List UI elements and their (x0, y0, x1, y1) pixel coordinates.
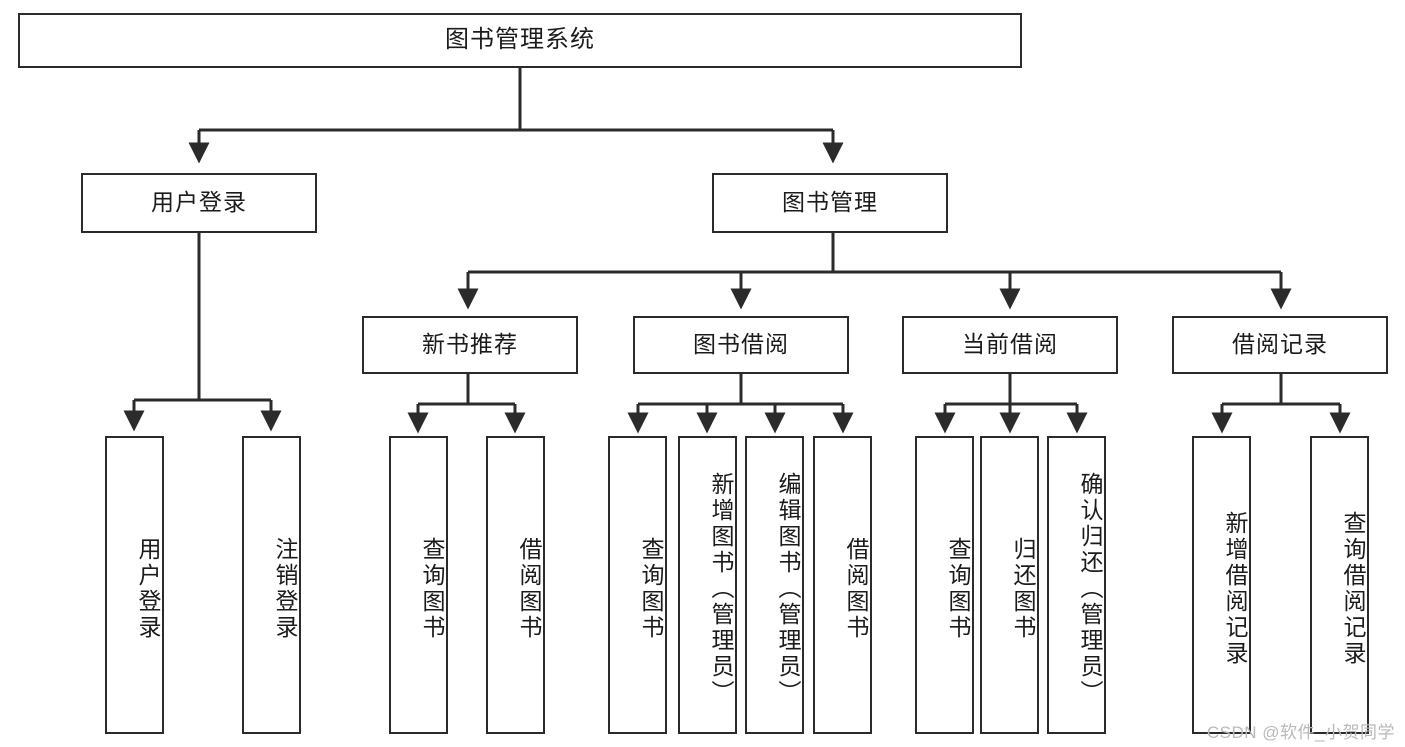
node-book-management-label: 图书管理 (782, 189, 878, 216)
leaf-query-book-2-label: 查询图书 (638, 537, 664, 641)
leaf-query-record[interactable]: 查询借阅记录 (1310, 436, 1369, 734)
leaf-user-logout-label: 注销登录 (272, 537, 298, 641)
leaf-return-book-label: 归还图书 (1010, 537, 1036, 641)
leaf-query-book-3-label: 查询图书 (945, 537, 971, 641)
leaf-edit-book[interactable]: 编辑图书（管理员） (745, 436, 804, 734)
leaf-borrow-book-2-label: 借阅图书 (843, 537, 869, 641)
node-root-label: 图书管理系统 (445, 26, 595, 54)
node-book-borrow[interactable]: 图书借阅 (633, 316, 849, 374)
leaf-edit-book-label: 编辑图书（管理员） (775, 472, 801, 706)
leaf-query-book-1-label: 查询图书 (419, 537, 445, 641)
node-borrow-record-label: 借阅记录 (1232, 331, 1328, 358)
leaf-add-record-label: 新增借阅记录 (1222, 511, 1248, 667)
leaf-query-record-label: 查询借阅记录 (1340, 511, 1366, 667)
leaf-query-book-2[interactable]: 查询图书 (608, 436, 667, 734)
leaf-user-login[interactable]: 用户登录 (105, 436, 164, 734)
leaf-user-logout[interactable]: 注销登录 (242, 436, 301, 734)
leaf-query-book-1[interactable]: 查询图书 (389, 436, 448, 734)
node-user-login[interactable]: 用户登录 (81, 173, 317, 233)
node-book-management[interactable]: 图书管理 (712, 173, 948, 233)
leaf-return-book[interactable]: 归还图书 (980, 436, 1039, 734)
leaf-confirm-return[interactable]: 确认归还（管理员） (1047, 436, 1106, 734)
node-current-borrow-label: 当前借阅 (962, 331, 1058, 358)
leaf-borrow-book-2[interactable]: 借阅图书 (813, 436, 872, 734)
leaf-borrow-book-1-label: 借阅图书 (516, 537, 542, 641)
leaf-user-login-label: 用户登录 (135, 537, 161, 641)
leaf-add-record[interactable]: 新增借阅记录 (1192, 436, 1251, 734)
leaf-query-book-3[interactable]: 查询图书 (915, 436, 974, 734)
node-borrow-record[interactable]: 借阅记录 (1172, 316, 1388, 374)
node-current-borrow[interactable]: 当前借阅 (902, 316, 1118, 374)
node-book-borrow-label: 图书借阅 (693, 331, 789, 358)
node-user-login-label: 用户登录 (151, 189, 247, 216)
node-new-book-recommend-label: 新书推荐 (422, 331, 518, 358)
node-new-book-recommend[interactable]: 新书推荐 (362, 316, 578, 374)
leaf-confirm-return-label: 确认归还（管理员） (1077, 472, 1103, 706)
leaf-add-book-label: 新增图书（管理员） (708, 472, 734, 706)
watermark-text: CSDN @软件_小贺同学 (1206, 723, 1395, 742)
leaf-borrow-book-1[interactable]: 借阅图书 (486, 436, 545, 734)
node-root-system[interactable]: 图书管理系统 (18, 13, 1022, 68)
leaf-add-book[interactable]: 新增图书（管理员） (678, 436, 737, 734)
